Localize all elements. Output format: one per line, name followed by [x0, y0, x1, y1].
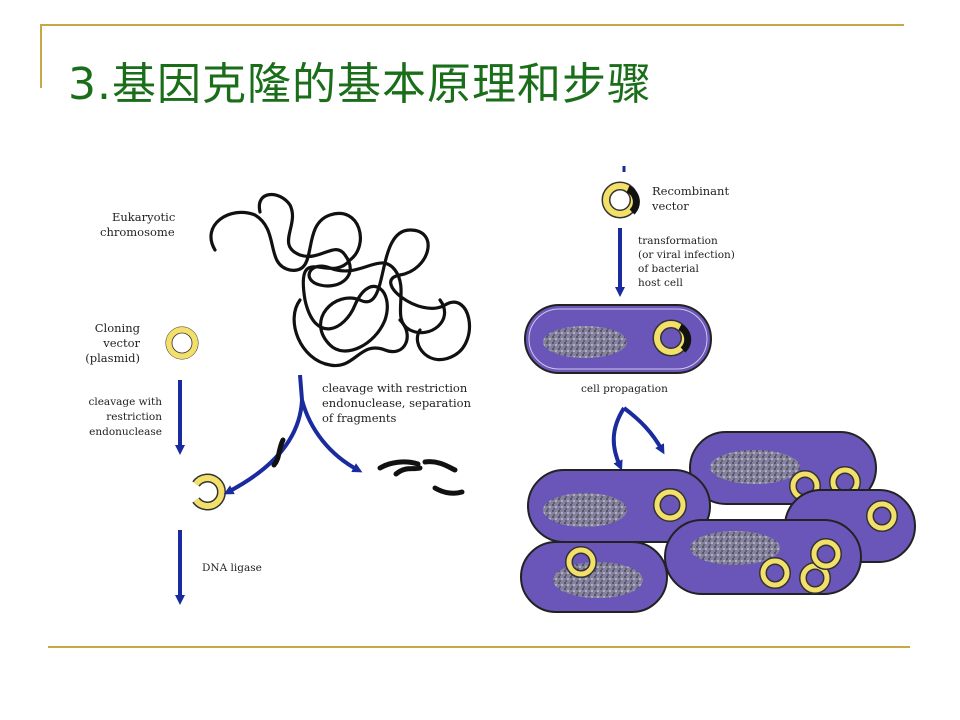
cloning-vector-plasmid [166, 327, 198, 359]
cloning-vector-label-line1: Cloning [95, 321, 141, 335]
eukaryotic-chromosome [209, 192, 471, 368]
plasmid-inner-outline [171, 332, 193, 354]
cloning-vector-label-line3: (plasmid) [85, 351, 140, 365]
eukaryotic-label-line2: chromosome [100, 225, 175, 239]
arrow-to-fragments [300, 399, 363, 473]
slide-title: 3.基因克隆的基本原理和步骤 [68, 59, 652, 110]
cleavage-vector-label-line1: cleavage with [88, 396, 162, 408]
cleavage-chromosome-label-line2: endonuclease, separation [322, 396, 472, 410]
arrow-propagation-left [611, 406, 626, 471]
recombinant-label-line1: Recombinant [652, 184, 729, 198]
cleavage-chromosome-label-line3: of fragments [322, 411, 397, 425]
cut-plasmid [193, 475, 225, 509]
transformation-label-line4: host cell [638, 277, 683, 289]
eukaryotic-label-line1: Eukaryotic [112, 210, 175, 224]
cloning-vector-label-line2: vector [102, 336, 140, 350]
transformation-label-line1: transformation [638, 235, 718, 247]
title-left-rule [40, 24, 42, 88]
cleavage-vector-label-line3: endonuclease [89, 426, 162, 438]
title-top-rule [40, 24, 904, 26]
recombinant-vector [601, 181, 640, 219]
recombinant-label-line2: vector [651, 199, 689, 213]
daughter-cells [520, 431, 916, 613]
dna-ligase-label: DNA ligase [202, 562, 262, 574]
cleavage-chromosome-label-line1: cleavage with restriction [322, 381, 468, 395]
dna-fragments [271, 437, 465, 496]
arrow-propagation-right [622, 406, 665, 455]
host-cell [524, 304, 712, 374]
arrow-to-vector [223, 374, 305, 495]
cleavage-vector-label-line2: restriction [106, 411, 162, 423]
transformation-label-line3: of bacterial [638, 263, 699, 275]
bottom-rule [48, 646, 910, 648]
cell-propagation-label: cell propagation [581, 383, 668, 395]
transformation-label-line2: (or viral infection) [638, 249, 735, 261]
